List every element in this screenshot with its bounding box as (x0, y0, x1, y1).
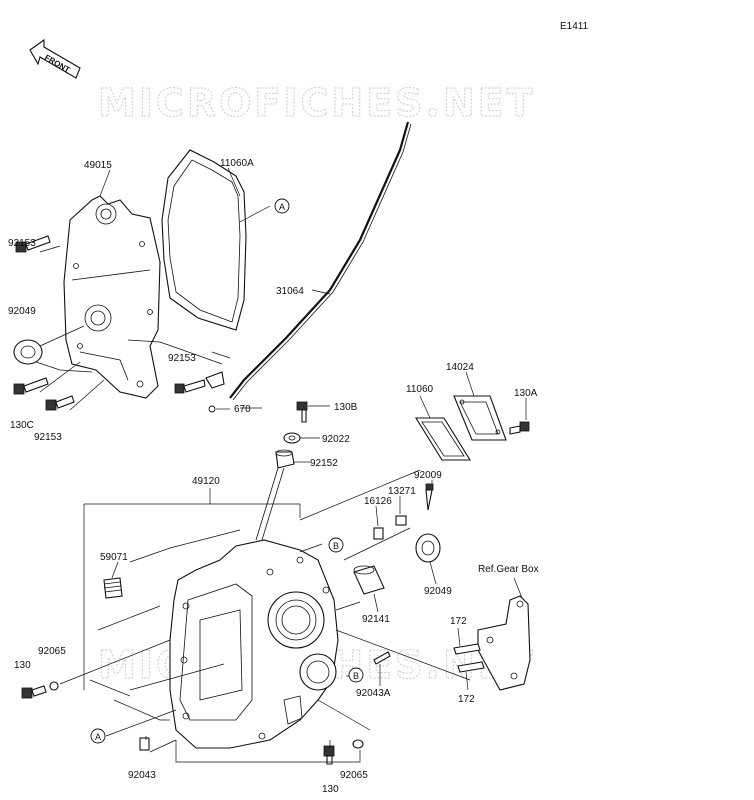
callout-b-bottom-label: B (353, 671, 359, 681)
washer-92065-left (49, 681, 59, 691)
front-cover-49015 (63, 195, 161, 399)
part-label-49120: 49120 (192, 476, 220, 487)
part-label-49015: 49015 (84, 160, 112, 171)
part-label-31064: 31064 (276, 286, 304, 297)
part-label-130-bottom: 130 (322, 784, 339, 795)
callout-a-bottom-label: A (95, 732, 101, 742)
part-label-92065-left: 92065 (38, 646, 66, 657)
front-arrow-icon: FRONT (29, 38, 81, 79)
part-label-130-left: 130 (14, 660, 31, 671)
washer-92022 (283, 432, 320, 444)
gasket-11060A (161, 149, 247, 331)
part-label-172-bottom: 172 (458, 694, 475, 705)
nut-13271 (395, 515, 407, 526)
part-label-92043: 92043 (128, 770, 156, 781)
stud-172-top (453, 643, 481, 655)
bolt-92153-bottom (45, 395, 75, 411)
part-label-13271: 13271 (388, 486, 416, 497)
callout-a-top (274, 198, 290, 214)
watermark-top: MICROFICHES.NET (98, 81, 536, 125)
gear-box-bracket (477, 595, 531, 691)
part-label-59071: 59071 (100, 552, 128, 563)
callout-b-top-label: B (333, 541, 339, 551)
bolt-130-bottom (323, 745, 335, 765)
crankcase-49120 (169, 539, 339, 749)
part-label-92141: 92141 (362, 614, 390, 625)
bolt-92153-top (15, 235, 51, 253)
part-label-11060A: 11060A (220, 158, 254, 169)
callout-a-top-label: A (279, 202, 285, 212)
part-label-92153-mid: 92153 (168, 353, 196, 364)
cover-14024 (453, 395, 507, 441)
part-label-92043A: 92043A (356, 688, 391, 699)
dipstick-tube-31064 (229, 121, 412, 401)
part-label-92065-bottom: 92065 (340, 770, 368, 781)
part-label-14024: 14024 (446, 362, 474, 373)
part-label-92152: 92152 (310, 458, 338, 469)
bolt-92153-mid (174, 379, 206, 394)
part-label-92153-top: 92153 (8, 238, 36, 249)
part-label-92009: 92009 (414, 470, 442, 481)
part-label-92022: 92022 (322, 434, 350, 445)
part-label-92049-left: 92049 (8, 306, 36, 317)
bolt-130A (509, 421, 530, 435)
bolt-130B (296, 401, 330, 423)
washer-92065-bottom (352, 739, 364, 749)
pin-92043A (373, 651, 391, 665)
callout-a-bottom (90, 728, 106, 744)
bushing-92141 (353, 565, 385, 595)
part-label-670: 670 (234, 404, 251, 415)
callout-b-top (328, 537, 344, 553)
part-label-11060: 11060 (406, 384, 434, 395)
bolt-130-left (21, 685, 47, 699)
part-label-92049-right: 92049 (424, 586, 452, 597)
callout-b-bottom (348, 667, 364, 683)
oil-seal-92049-right (415, 533, 441, 563)
part-label-92153-bottom: 92153 (34, 432, 62, 443)
part-label-172-top: 172 (450, 616, 467, 627)
spring-59071 (103, 577, 123, 599)
part-label-16126: 16126 (364, 496, 392, 507)
pin-92043 (139, 737, 150, 751)
pin-16126 (373, 527, 384, 540)
ref-gear-box-note: Ref.Gear Box (478, 564, 539, 575)
part-label-130A: 130A (514, 388, 538, 399)
oil-seal-92049-left (13, 325, 85, 365)
o-ring-670 (205, 371, 230, 413)
screw-92009 (425, 483, 434, 511)
stud-172-bottom (457, 661, 485, 673)
bolt-130C (13, 377, 49, 395)
part-label-130B: 130B (334, 402, 358, 413)
gasket-11060 (415, 417, 471, 461)
part-label-130C: 130C (10, 420, 34, 431)
diagram-code: E1411 (560, 21, 589, 32)
plug-92152 (275, 449, 310, 469)
